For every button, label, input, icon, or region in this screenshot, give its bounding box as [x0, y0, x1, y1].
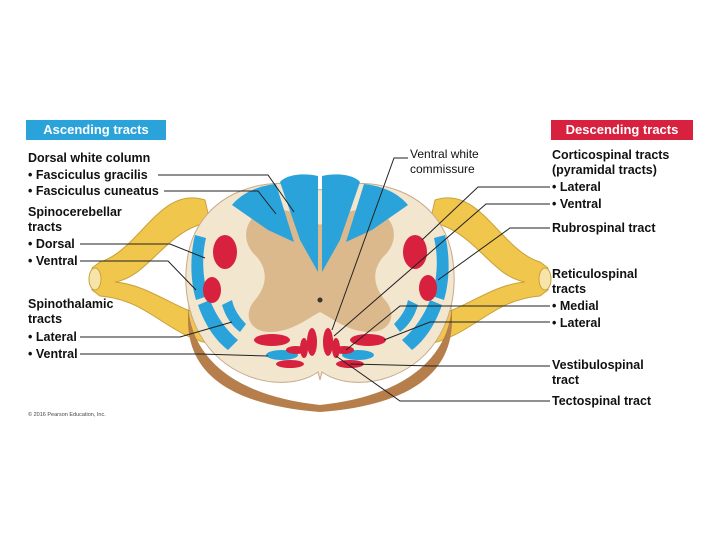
reticulospinal-lateral-right [350, 334, 386, 346]
spinocerebellar-ventral-label: Ventral [28, 254, 78, 269]
corticospinal-lateral-label: Lateral [552, 180, 601, 195]
central-canal [317, 297, 323, 303]
spinothalamic-lateral-tract [222, 300, 246, 332]
reticulospinal-label-line1: Reticulospinal [552, 267, 638, 281]
dorsal-white-column-label: Dorsal white column [28, 151, 151, 165]
descending-tracts-header: Descending tracts [551, 120, 693, 140]
corticospinal-label-line2: (pyramidal tracts) [552, 163, 657, 177]
spinocerebellar-label-line2: tracts [28, 220, 63, 234]
leader-lines [80, 157, 550, 402]
fasciculus-cuneatus-tract-right [346, 184, 408, 242]
spinocerebellar-dorsal-label: Dorsal [28, 237, 75, 252]
corticospinal-lateral-right [403, 235, 427, 269]
reticulospinal-medial-label: Medial [552, 299, 599, 314]
ascending-tracts-header: Ascending tracts [26, 120, 166, 140]
corticospinal-ventral-label: Ventral [552, 197, 602, 212]
spinothalamic-right [394, 300, 418, 332]
spinothalamic-ventral-label: Ventral [28, 347, 78, 362]
corticospinal-ventral-tract [307, 328, 317, 356]
fasciculus-cuneatus-label: Fasciculus cuneatus [28, 184, 159, 199]
vestibulospinal-label-line1: Vestibulospinal [552, 358, 644, 372]
tectospinal-label: Tectospinal tract [552, 394, 652, 408]
tectospinal-tract [300, 338, 308, 358]
rubrospinal-tract-right [419, 275, 437, 301]
rubrospinal-label: Rubrospinal tract [552, 221, 656, 235]
vestibulospinal-tract [276, 360, 304, 368]
corticospinal-lateral-tract [213, 235, 237, 269]
spinocerebellar-ventral-tract [198, 300, 238, 350]
fasciculus-gracilis-tract [280, 174, 318, 272]
ventral-white-commissure-label-line2: commissure [410, 162, 475, 176]
rubrospinal-tract [203, 277, 221, 303]
tectospinal-tract-right [332, 338, 340, 358]
spinothalamic-label-line1: Spinothalamic [28, 297, 114, 311]
fasciculus-gracilis-tract-right [322, 174, 360, 272]
copyright-notice: © 2016 Pearson Education, Inc. [28, 412, 106, 418]
reticulospinal-label-line2: tracts [552, 282, 587, 296]
fasciculus-cuneatus-tract [232, 184, 294, 242]
vestibulospinal-label-line2: tract [552, 373, 580, 387]
spinothalamic-label-line2: tracts [28, 312, 63, 326]
gray-matter [246, 209, 394, 332]
reticulospinal-lateral-tract [254, 334, 290, 346]
spinocerebellar-dorsal-tract [191, 235, 208, 300]
fasciculus-gracilis-label: Fasciculus gracilis [28, 168, 148, 183]
corticospinal-ventral-right [323, 328, 333, 356]
ventral-white-commissure-label-line1: Ventral white [410, 147, 479, 161]
spinothalamic-lateral-label: Lateral [28, 330, 77, 345]
reticulospinal-lateral-label: Lateral [552, 316, 601, 331]
corticospinal-label-line1: Corticospinal tracts [552, 148, 670, 162]
spinocerebellar-label-line1: Spinocerebellar [28, 205, 122, 219]
